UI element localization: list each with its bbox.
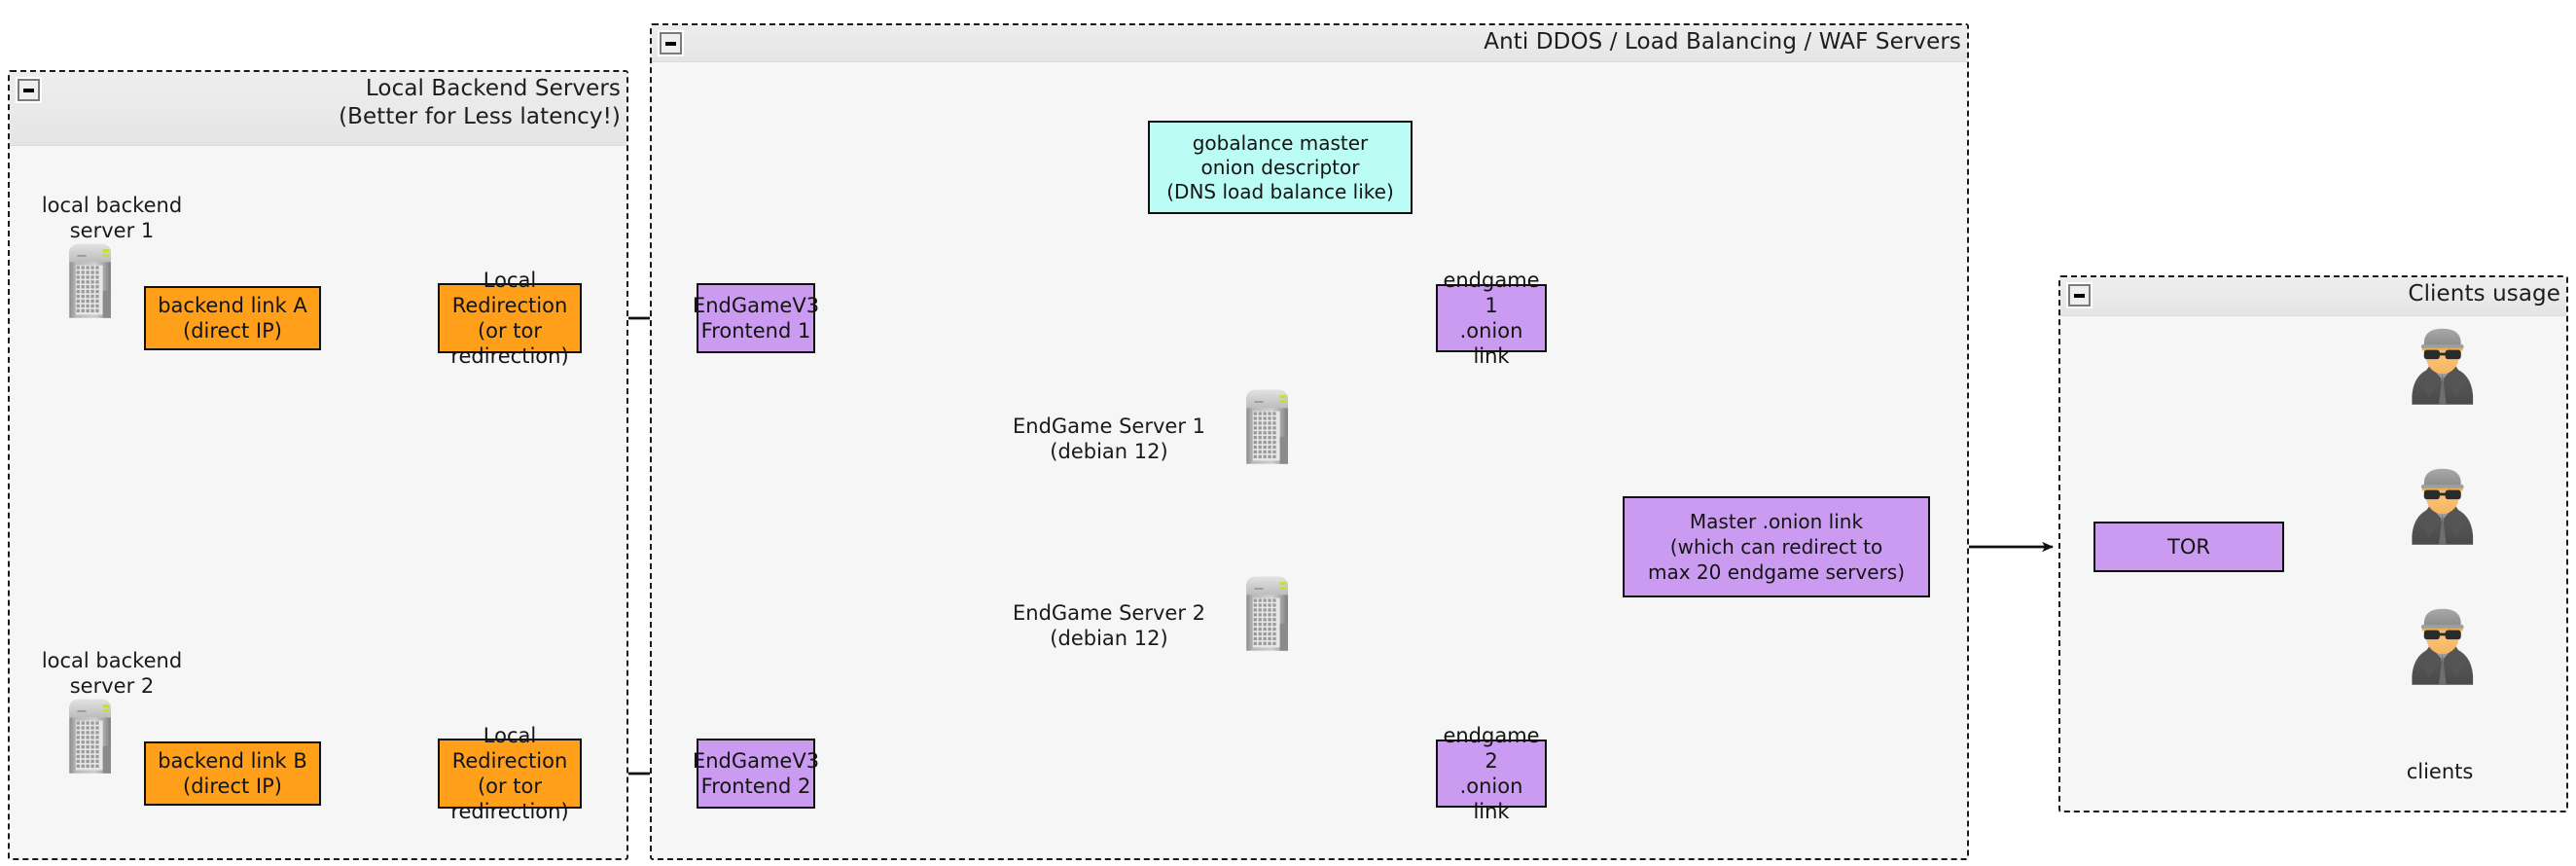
label-endgame-server-2: EndGame Server 2 (debian 12) <box>1012 601 1205 650</box>
node-local-redirection-2[interactable]: Local Redirection (or tor redirection) <box>438 724 582 823</box>
minus-icon[interactable] <box>660 32 682 54</box>
package-header-local-backend: Local Backend Servers (Better for Less l… <box>10 72 626 146</box>
node-master-onion-link[interactable]: Master .onion link (which can redirect t… <box>1623 496 1930 597</box>
node-endgamev3-frontend-1[interactable]: EndGameV3 Frontend 1 <box>693 283 819 353</box>
label-local-backend-server-1: local backend server 1 <box>41 194 183 242</box>
package-local-backend-servers[interactable]: Local Backend Servers (Better for Less l… <box>8 70 628 860</box>
label-clients: clients <box>2406 760 2474 783</box>
minus-icon[interactable] <box>2068 284 2091 307</box>
node-endgamev3-frontend-2[interactable]: EndGameV3 Frontend 2 <box>693 739 819 809</box>
node-local-redirection-1[interactable]: Local Redirection (or tor redirection) <box>438 269 582 368</box>
node-backend-link-b[interactable]: backend link B (direct IP) <box>144 741 321 806</box>
label-local-backend-server-2: local backend server 2 <box>41 649 183 698</box>
package-title-anti-ddos: Anti DDOS / Load Balancing / WAF Servers <box>1484 29 1961 54</box>
minus-icon[interactable] <box>18 79 40 101</box>
package-title-clients-usage: Clients usage <box>2408 281 2560 307</box>
node-endgame-2-onion-link[interactable]: endgame 2 .onion link <box>1436 724 1547 823</box>
node-tor[interactable]: TOR <box>2093 522 2284 572</box>
node-endgame-1-onion-link[interactable]: endgame 1 .onion link <box>1436 269 1547 368</box>
node-backend-link-a[interactable]: backend link A (direct IP) <box>144 286 321 350</box>
node-gobalance-master-onion-descriptor[interactable]: gobalance master onion descriptor (DNS l… <box>1148 121 1413 214</box>
label-endgame-server-1: EndGame Server 1 (debian 12) <box>1012 415 1205 463</box>
package-title-local-backend: Local Backend Servers (Better for Less l… <box>339 76 621 129</box>
package-header-anti-ddos: Anti DDOS / Load Balancing / WAF Servers <box>652 25 1967 62</box>
package-header-clients-usage: Clients usage <box>2060 277 2566 316</box>
